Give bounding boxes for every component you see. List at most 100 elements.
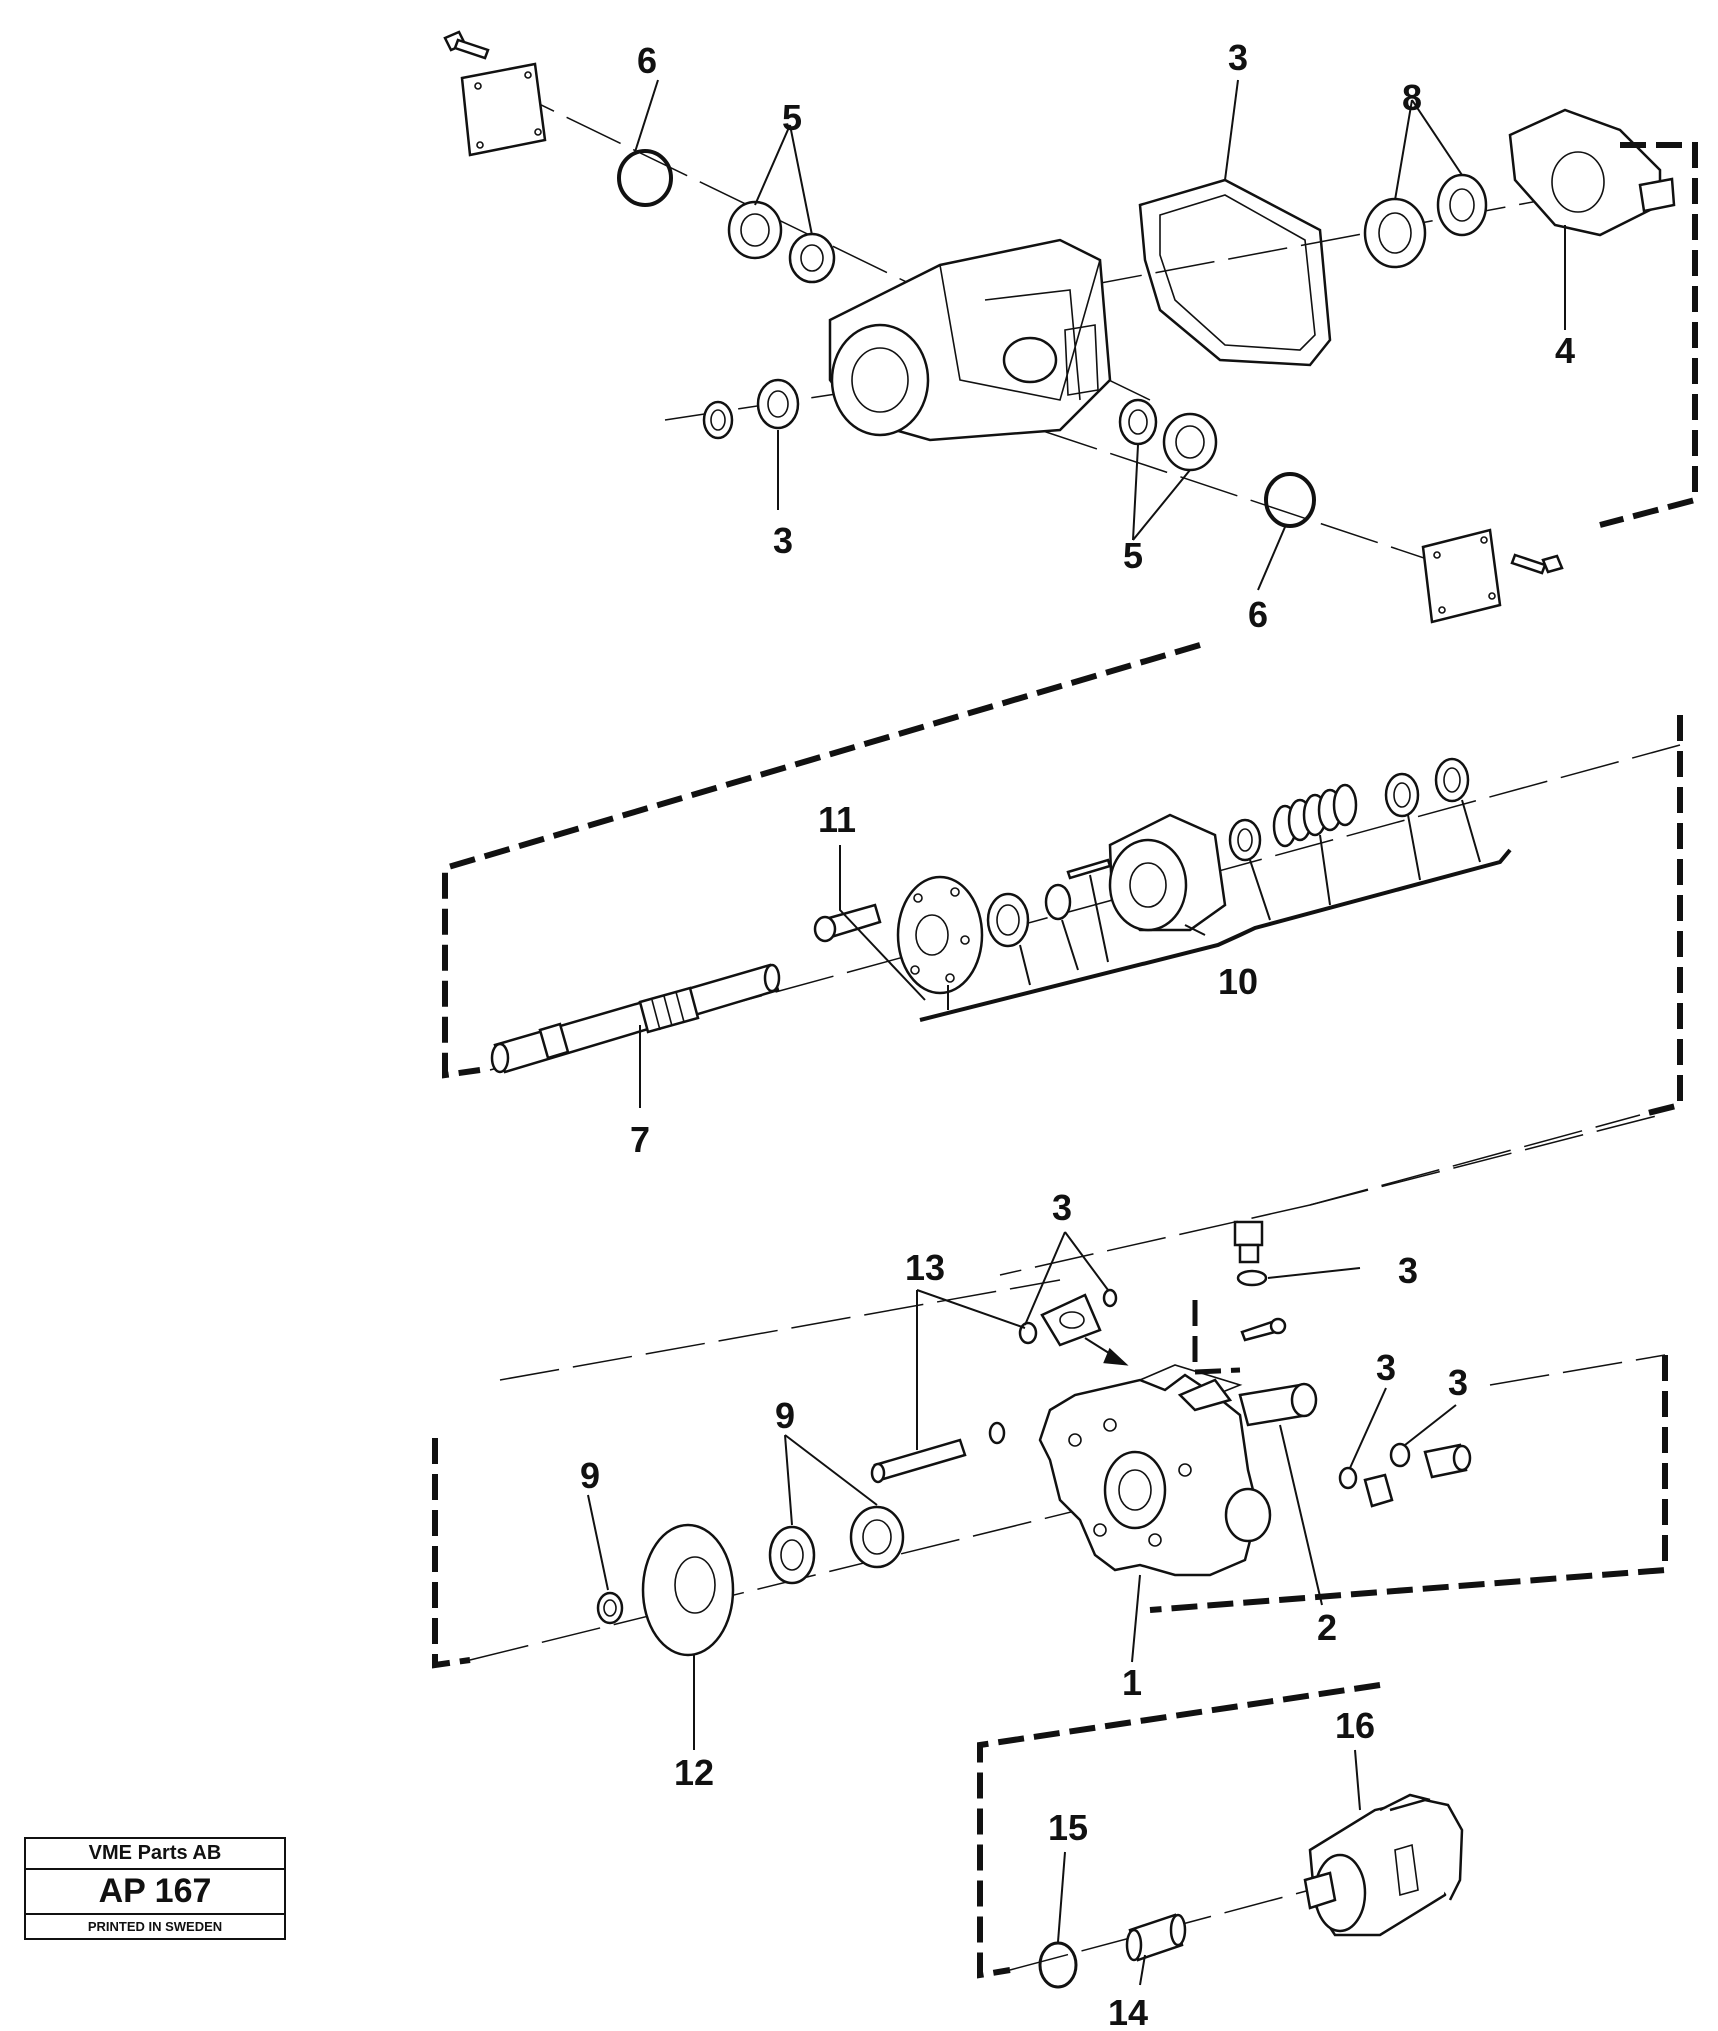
leader-line — [1024, 1231, 1109, 1326]
callout-label: 1 — [1122, 1662, 1142, 1703]
callout-label: 10 — [1218, 961, 1258, 1002]
callout-label: 12 — [674, 1752, 714, 1793]
pump-housing — [828, 238, 1112, 442]
callout-label: 3 — [1052, 1187, 1072, 1228]
leader-line — [1131, 1574, 1141, 1663]
callout-label: 5 — [782, 97, 802, 138]
cover-plate — [1421, 528, 1502, 624]
group-brace — [919, 848, 1512, 1022]
gasket — [1138, 178, 1332, 367]
stamp-printed-note: PRINTED IN SWEDEN — [87, 1919, 223, 1934]
o-ring — [1264, 472, 1316, 528]
hydraulic-motor-group: 16 15 14 — [977, 1682, 1464, 2031]
seal-ring — [702, 400, 734, 440]
leader-line — [634, 79, 659, 153]
leader-line — [587, 1494, 609, 1591]
assembly-frame — [977, 1682, 1381, 1979]
document-stamp: VME Parts AB AP 167 PRINTED IN SWEDEN — [24, 1837, 286, 1940]
front-cover — [1038, 1364, 1272, 1577]
seal-ring — [1443, 767, 1461, 793]
axis-line — [1039, 429, 1461, 571]
axis-line — [999, 1204, 1311, 1276]
bolt — [1510, 553, 1564, 575]
callout-label: 16 — [1335, 1705, 1375, 1746]
leader-line — [1279, 1424, 1323, 1606]
callout-label: 7 — [630, 1119, 650, 1160]
leader-line — [754, 124, 813, 236]
callout-label: 3 — [1376, 1347, 1396, 1388]
valve-spool — [1238, 1382, 1318, 1427]
cover-plate — [460, 62, 547, 157]
roller-bearing — [788, 232, 836, 284]
small-screw — [1240, 1317, 1287, 1342]
callout-label: 2 — [1317, 1607, 1337, 1648]
leader-line — [1354, 1749, 1361, 1811]
axis-line — [499, 1279, 1061, 1381]
callout-label: 11 — [818, 799, 856, 840]
rotor-shaft-group: 11 10 7 — [442, 642, 1683, 1206]
plug — [1363, 1473, 1394, 1508]
o-ring — [617, 149, 673, 207]
bearing-race — [727, 200, 783, 260]
pin — [1066, 858, 1112, 880]
roller-bearing — [1118, 398, 1158, 446]
bushing — [986, 892, 1030, 948]
leader-line — [1139, 1954, 1146, 1986]
callout-label: 5 — [1123, 535, 1143, 576]
arrow-head — [1103, 1347, 1129, 1366]
leader-line — [1404, 1404, 1457, 1446]
bearing-flange — [1508, 108, 1676, 237]
callout-label: 6 — [1248, 594, 1268, 635]
assembly-frame — [442, 642, 1201, 1079]
leader-line — [1267, 1267, 1361, 1279]
o-ring — [1389, 1442, 1411, 1468]
roller-bearing — [768, 1525, 816, 1585]
assembly-frame — [1639, 715, 1683, 1118]
washer — [1228, 818, 1262, 862]
front-cover-group: 3 13 3 9 9 3 3 2 1 12 — [432, 1114, 1668, 1793]
leader-line — [839, 845, 926, 1001]
bolt — [443, 30, 490, 60]
callout-label: 13 — [905, 1247, 945, 1288]
assembly-frame — [432, 1438, 471, 1669]
callout-label: 3 — [773, 520, 793, 561]
leader-line — [1257, 526, 1286, 591]
o-ring — [1338, 1466, 1358, 1490]
stamp-part-code: AP 167 — [26, 1870, 284, 1915]
leader-line — [784, 1434, 878, 1526]
roller-bearing — [756, 378, 800, 430]
stamp-company-name: VME Parts AB — [26, 1839, 284, 1870]
valve-plate — [1040, 1293, 1102, 1347]
guide-pin — [870, 1421, 1006, 1484]
leader-line — [1132, 444, 1191, 541]
coupling-sleeve — [1125, 1913, 1187, 1962]
plug — [1423, 1443, 1472, 1479]
assembly-frame — [1149, 1355, 1668, 1613]
washer — [1393, 782, 1411, 808]
seal-ring — [1434, 757, 1470, 803]
bearing-race — [849, 1505, 905, 1569]
washer — [1384, 772, 1420, 818]
axis-line — [1309, 1114, 1661, 1206]
washer — [1237, 828, 1253, 852]
hydraulic-motor — [1303, 1793, 1464, 1937]
callout-label: 3 — [1228, 37, 1248, 78]
callout-label: 3 — [1448, 1362, 1468, 1403]
plug — [1233, 1220, 1264, 1264]
bearing-race — [1363, 197, 1427, 269]
callout-label: 15 — [1048, 1807, 1088, 1848]
roller-bearing — [1436, 173, 1488, 237]
callout-label: 9 — [775, 1395, 795, 1436]
callout-label: 3 — [1398, 1250, 1418, 1291]
callout-label: 14 — [1108, 1992, 1148, 2031]
assembly-frame — [1599, 142, 1698, 528]
o-ring — [1018, 1321, 1038, 1345]
leader-line — [1057, 1851, 1066, 1943]
seal-cover — [641, 1523, 735, 1657]
sealing-washer — [1236, 1269, 1268, 1287]
retaining-ring — [1044, 883, 1072, 921]
spring — [1272, 783, 1358, 848]
bearing-race — [1162, 412, 1218, 472]
leader-line — [947, 799, 1481, 1010]
axis-line — [1309, 1114, 1641, 1206]
